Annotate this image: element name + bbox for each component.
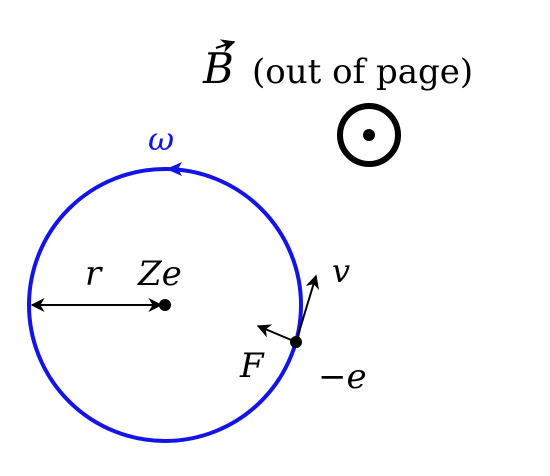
electron-charge-label: −e	[318, 357, 367, 397]
orbit-direction-arrow	[166, 162, 182, 176]
nucleus-dot	[159, 299, 171, 311]
field-symbol: B	[202, 44, 234, 93]
field-direction-note: (out of page)	[252, 52, 473, 92]
velocity-label: v	[332, 252, 350, 290]
velocity-arrow	[295, 274, 320, 343]
force-label: F	[239, 346, 265, 386]
radius-label: r	[85, 254, 103, 294]
omega-label: ω	[148, 120, 174, 158]
nucleus-label: Ze	[137, 254, 182, 294]
out-of-page-symbol	[337, 103, 401, 167]
force-arrow	[256, 324, 297, 343]
electron-orbit	[27, 167, 303, 443]
field-label: B (out of page)	[202, 39, 473, 93]
field-vector-arrow	[215, 39, 236, 53]
